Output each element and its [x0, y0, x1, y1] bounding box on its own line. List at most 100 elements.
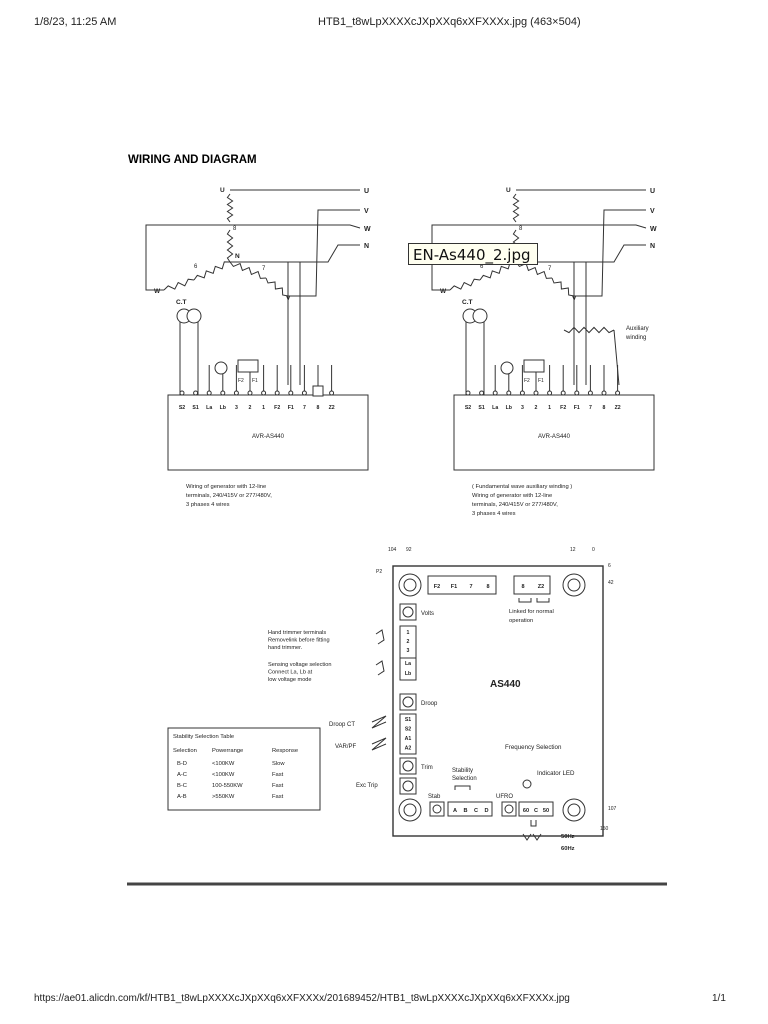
terminal-label: F2 [560, 405, 566, 411]
droop-pot [402, 696, 414, 708]
winding-coil [563, 326, 615, 334]
terminal-label: A [453, 808, 457, 814]
winding-coil [163, 278, 195, 291]
hand-trimmer-label: Hand trimmer terminals [268, 630, 326, 636]
phase-label-v: V [650, 208, 655, 215]
phase-label-w: W [364, 226, 371, 233]
terminal-label: C [474, 808, 478, 814]
winding-7-label: 7 [548, 266, 552, 272]
terminal-screw [601, 390, 607, 396]
terminal-label: 2 [249, 405, 252, 411]
freq-link [530, 820, 537, 827]
winding-7-label: 7 [262, 266, 266, 272]
fuse-f1-label: F1 [252, 378, 258, 384]
terminal-screw [560, 390, 566, 396]
table-header: Powerrange [212, 748, 243, 754]
terminal-screw [261, 390, 267, 396]
terminal-screw [615, 390, 621, 396]
phase-label-w: W [650, 226, 657, 233]
terminal-label: 3 [235, 405, 238, 411]
trim-pot [402, 760, 414, 772]
winding-coil [265, 277, 289, 297]
terminal-label: F2 [274, 405, 280, 411]
terminal-label: 1 [262, 405, 265, 411]
terminal-label: S1 [192, 405, 198, 411]
mounting-hole [567, 803, 581, 817]
sensing-label: Connect La, Lb at [268, 670, 313, 676]
terminal-label: Lb [405, 671, 411, 677]
caption-line: 3 phases 4 wires [472, 511, 516, 517]
winding-coil [512, 193, 520, 223]
right-wiring-diagram: UVWNU8N6W7VC.TS2S1LaLb321F2F178Z2AVR-AS4… [431, 187, 657, 517]
wire [574, 209, 646, 297]
terminal-screw [233, 390, 239, 396]
board-mark: 0 [592, 547, 595, 553]
terminal-screw [492, 390, 498, 396]
hole-label: P2 [376, 569, 382, 575]
droop-ct-label: Droop CT [329, 722, 355, 728]
terminal-label: 8 [521, 584, 524, 590]
winding-coil [226, 193, 234, 223]
fuse-f1-label: F1 [538, 378, 544, 384]
ufro-label: UFRO [496, 794, 513, 800]
ct-label: C.T [176, 299, 187, 306]
exc-trip-label: Exc Trip [356, 783, 378, 789]
terminal-label: F1 [574, 405, 580, 411]
terminal-label: 7 [589, 405, 592, 411]
terminal-label: F1 [288, 405, 294, 411]
terminal-label: D [484, 808, 488, 814]
aux-label: Auxiliary [626, 326, 649, 332]
avr-box [453, 394, 655, 471]
hand-trimmer [214, 361, 228, 375]
terminal-screw [220, 390, 226, 396]
table-cell: Fast [272, 783, 284, 789]
terminal-label: S1 [478, 405, 484, 411]
terminal-label: S2 [405, 727, 411, 733]
exc-trip-pot [402, 780, 414, 792]
sensing-terminals [399, 657, 417, 681]
terminal-label: Z2 [329, 405, 335, 411]
terminal-w-label: W [440, 288, 447, 295]
bracket-mark [375, 629, 385, 645]
terminal-label: 8 [603, 405, 606, 411]
terminal-label: B [463, 808, 467, 814]
mounting-hole [567, 578, 581, 592]
board-mark: 92 [406, 547, 412, 553]
winding-coil [226, 229, 234, 263]
table-cell: A-C [177, 772, 187, 778]
terminal-screw [274, 390, 280, 396]
board-mark: 42 [608, 580, 614, 586]
table-cell: >550KW [212, 794, 235, 800]
neutral-label: N [235, 253, 240, 260]
fuse-f2-label: F2 [524, 378, 530, 384]
hand-trimmer-label: Removelink before fitting [268, 638, 330, 644]
freq-link [522, 833, 532, 841]
stab-terminals [447, 801, 493, 817]
terminal-label: La [492, 405, 498, 411]
frequency-selection-label: Frequency Selection [505, 744, 562, 751]
left-wiring-diagram: UVWNU8N6W7VC.TS2S1LaLb321F2F178Z2AVR-AS4… [145, 187, 371, 508]
stability-label: Selection [452, 776, 477, 782]
avr-label: AVR-AS440 [538, 434, 571, 440]
terminal-screw [206, 390, 212, 396]
winding-8-label: 8 [519, 226, 523, 232]
link-label: Linked for normal [509, 609, 554, 615]
wire [431, 224, 647, 291]
board-mark: 12 [570, 547, 576, 553]
terminal-w-label: W [154, 288, 161, 295]
aux-label: winding [625, 335, 646, 341]
winding-coil [551, 277, 575, 297]
phase-label-n: N [650, 243, 655, 250]
caption-line: Wiring of generator with 12-line [186, 484, 266, 490]
hand-trimmer [500, 361, 514, 375]
indicator-led [522, 779, 532, 789]
winding-6-label: 6 [194, 264, 198, 270]
caption-line: 3 phases 4 wires [186, 502, 230, 508]
winding-coil [193, 261, 231, 281]
table-frame [167, 727, 321, 811]
winding-8-label: 8 [233, 226, 237, 232]
terminal-label: 7 [303, 405, 306, 411]
